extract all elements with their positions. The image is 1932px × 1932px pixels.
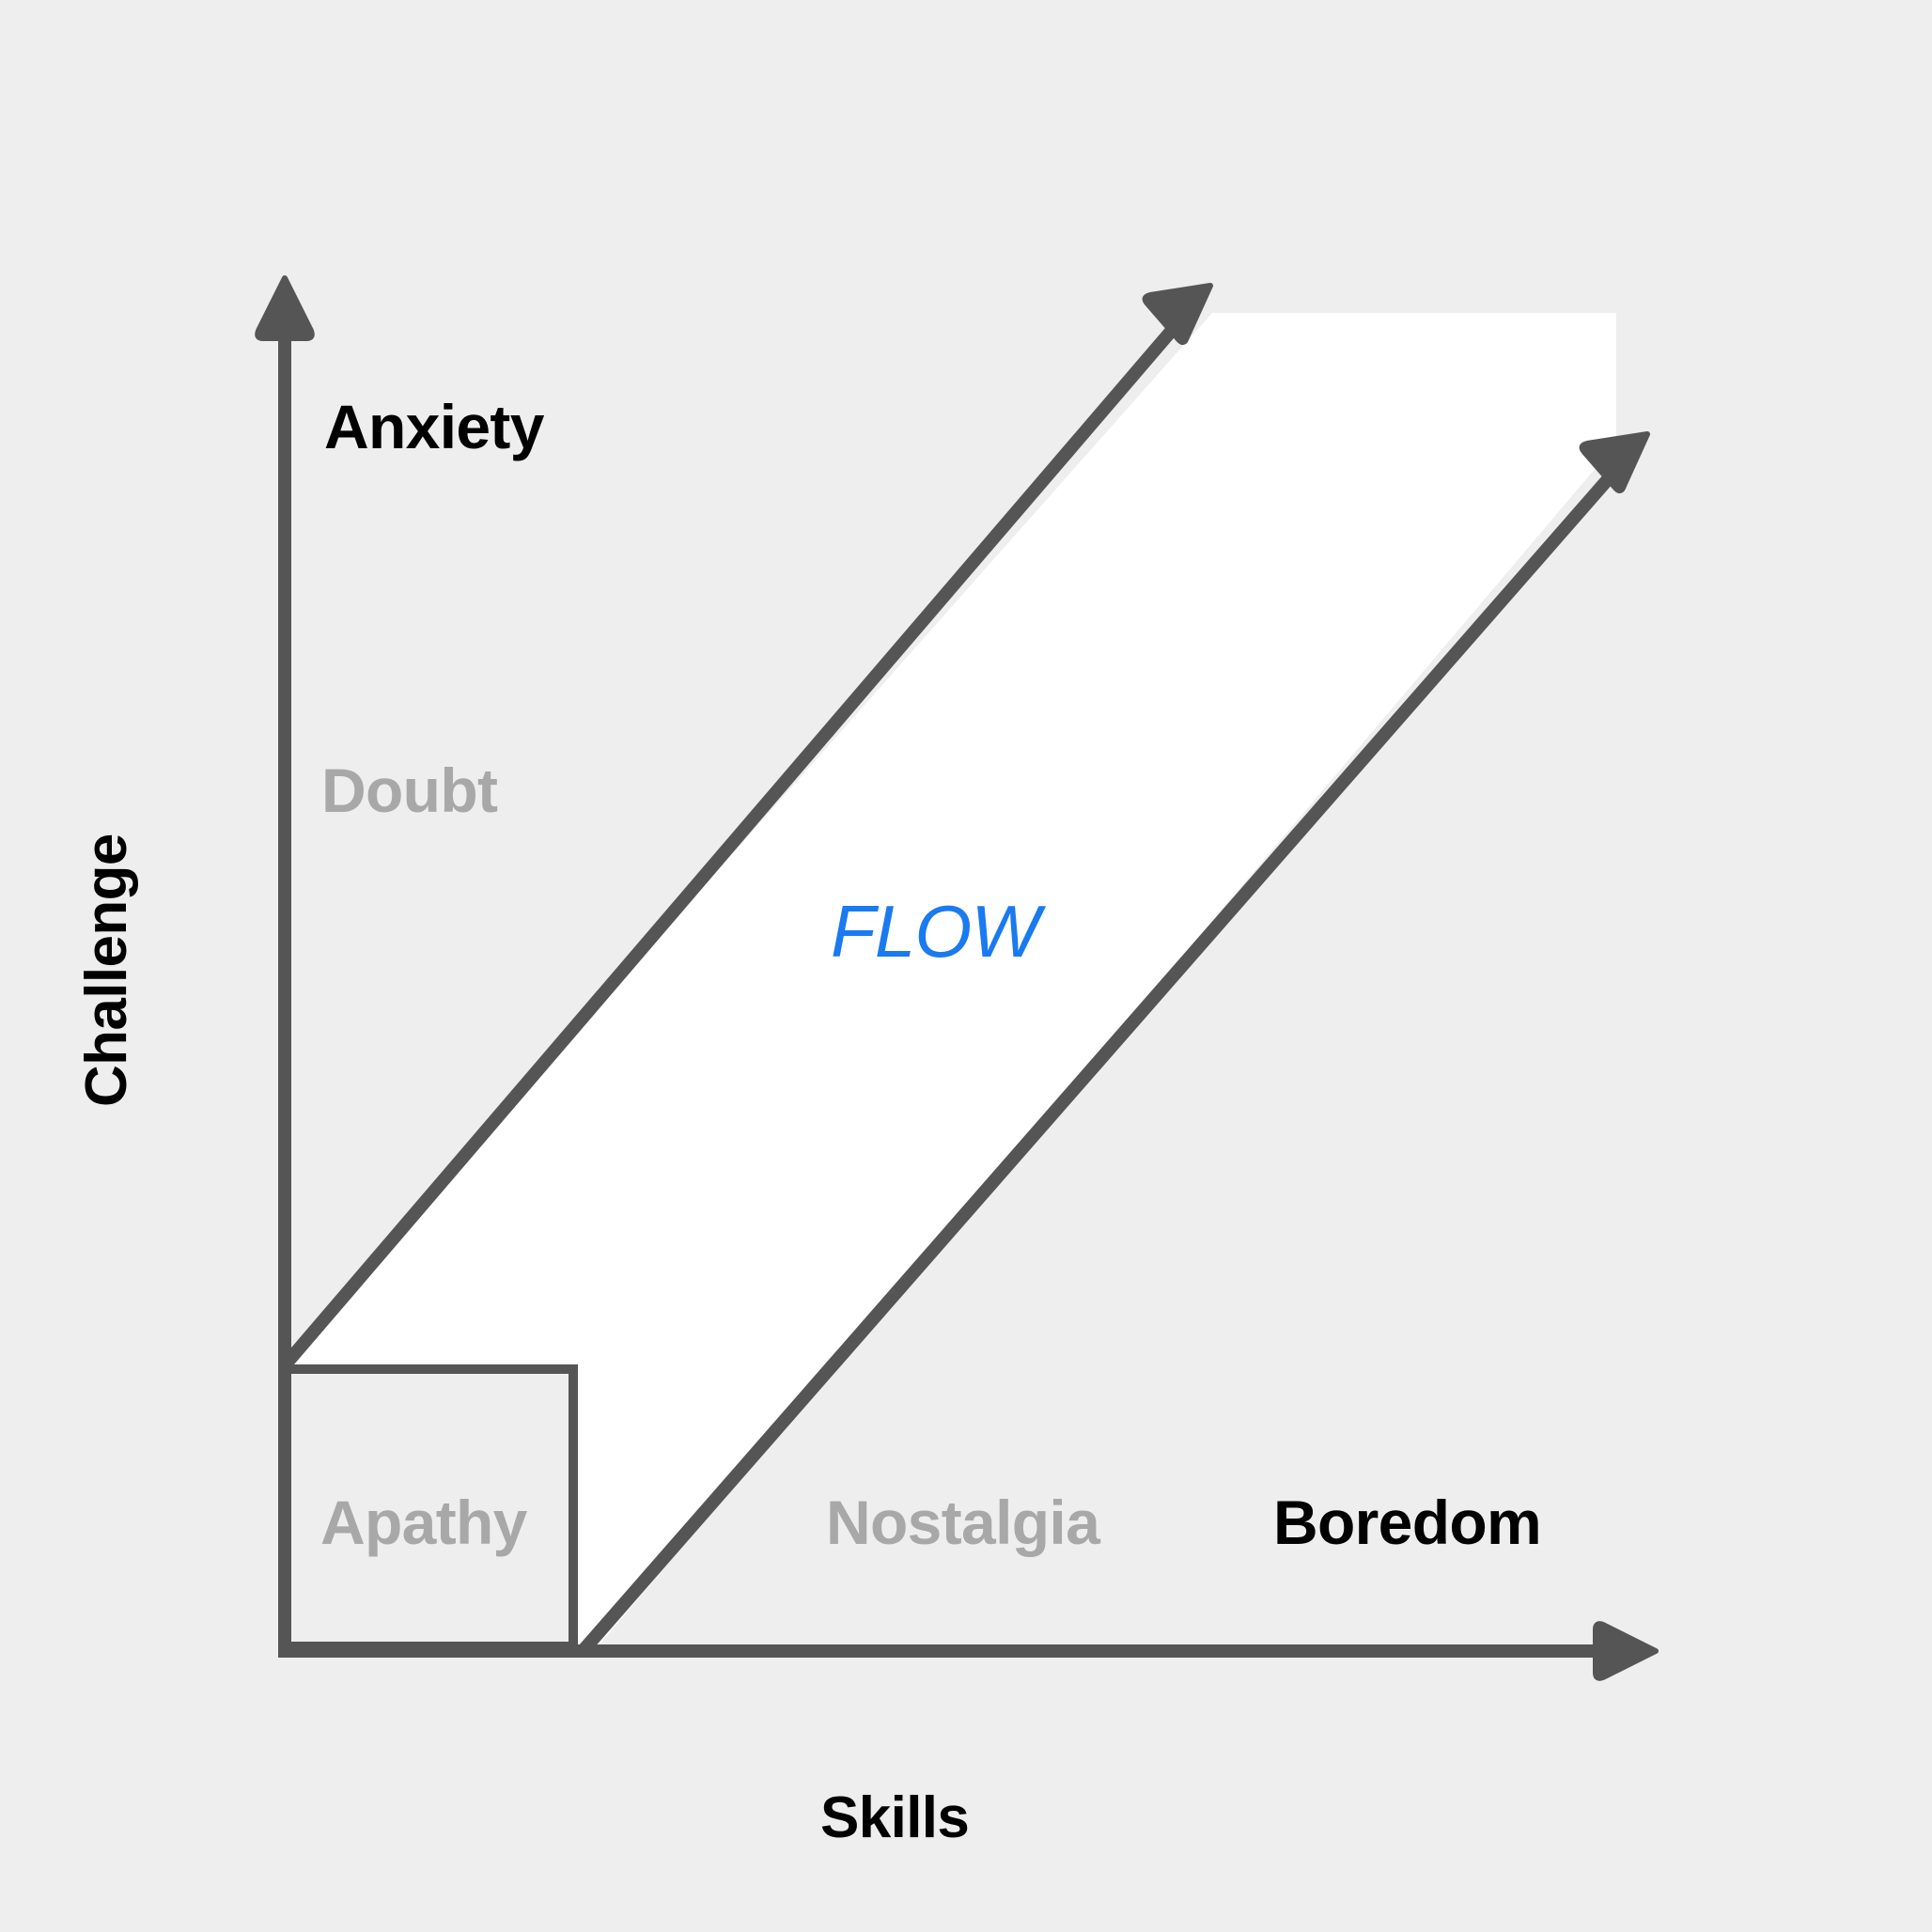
zone-label-nostalgia: Nostalgia	[826, 1488, 1100, 1557]
y-axis-title: Challenge	[74, 834, 139, 1107]
flow-band-upper-arrow-icon	[1142, 283, 1213, 345]
x-axis-arrow-icon	[1593, 1621, 1659, 1681]
y-axis-arrow-icon	[255, 275, 315, 341]
zone-label-doubt: Doubt	[321, 756, 498, 825]
zone-label-anxiety: Anxiety	[324, 392, 544, 461]
zone-label-boredom: Boredom	[1273, 1488, 1542, 1557]
flow-band-fill	[285, 313, 1616, 1644]
flow-band-lower-arrow-icon	[1579, 431, 1650, 493]
flow-band-lower-line	[577, 451, 1634, 1656]
zone-label-apathy: Apathy	[320, 1488, 527, 1557]
x-axis-title: Skills	[820, 1785, 970, 1850]
zone-label-flow: FLOW	[831, 890, 1040, 973]
flow-band-upper-line-actual	[279, 303, 1197, 1370]
